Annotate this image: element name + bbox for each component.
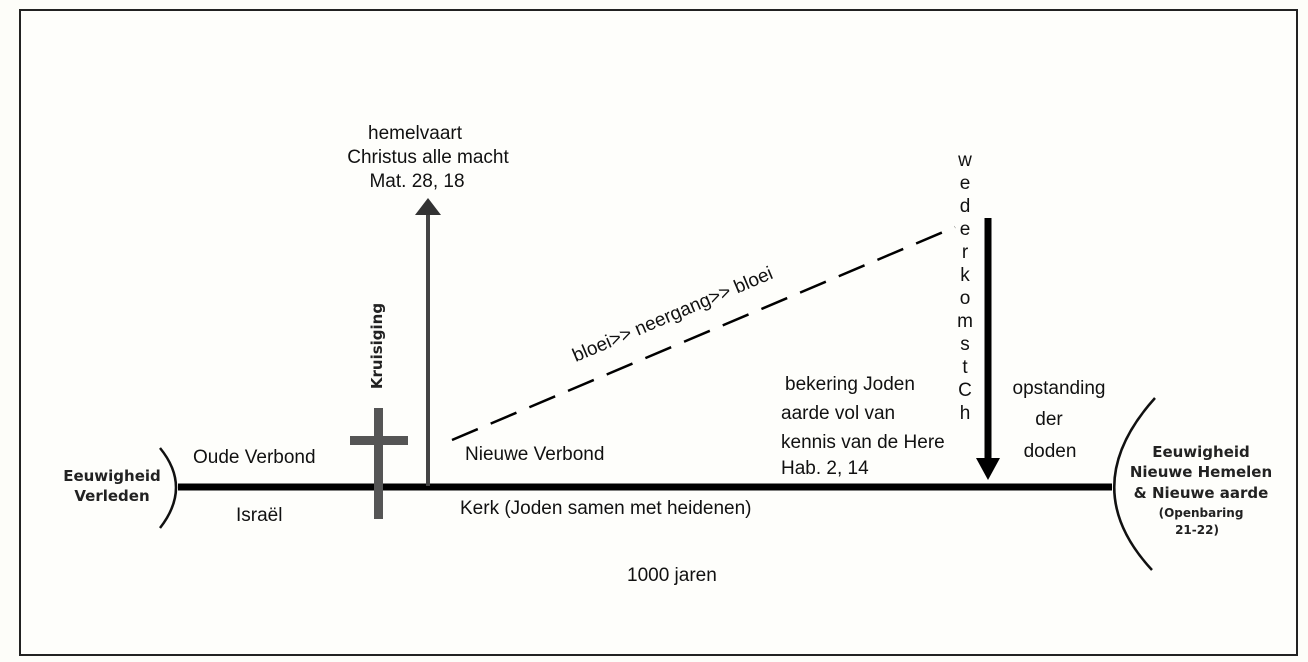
letter: o [960,288,971,309]
letter: w [957,150,972,171]
old-covenant-label: Oude Verbond [193,447,316,468]
eternity-future-label-1: Eeuwigheid [1152,443,1250,461]
resurrection-label-2: der [1035,409,1063,430]
letter: m [957,311,973,332]
conversion-label-2: aarde vol van [781,403,895,424]
letter: k [960,265,970,286]
eternity-future-label-5: 21-22) [1175,523,1219,537]
eternity-past-arc [159,447,178,529]
ascension-label-2: Christus alle macht [347,147,509,168]
church-label: Kerk (Joden samen met heidenen) [460,498,752,519]
resurrection-label-1: opstanding [1013,378,1106,399]
second-coming-arrow [976,218,1000,480]
bloom-decline-line [451,225,956,442]
crucifixion-label: Kruisiging [368,303,386,389]
letter: r [962,242,969,263]
letter: d [960,196,971,217]
israel-label: Israël [236,505,282,526]
conversion-label-3: kennis van de Here [781,432,945,453]
ascension-label-1: hemelvaart [368,123,463,144]
conversion-label-4: Hab. 2, 14 [781,458,869,479]
new-covenant-label: Nieuwe Verbond [465,444,604,465]
letter: t [962,357,968,378]
letter: h [960,403,971,424]
eternity-future-label-2: Nieuwe Hemelen [1130,463,1272,481]
letter: C [958,380,972,401]
letter: e [960,219,971,240]
conversion-label-1: bekering Joden [785,374,915,395]
eternity-future-label-3: & Nieuwe aarde [1134,484,1269,502]
letter: e [960,173,971,194]
second-coming-label: w e d e r k o m s t C h [957,150,973,424]
letter: s [960,334,970,355]
eternity-future-arc [1113,397,1156,571]
ascension-label-3: Mat. 28, 18 [369,171,464,192]
ascension-arrow [415,198,441,486]
resurrection-label-3: doden [1024,441,1077,462]
eternity-past-label-1: Eeuwigheid [63,467,161,485]
thousand-years-label: 1000 jaren [627,565,717,586]
cross-icon [350,408,408,519]
frame [19,9,1298,656]
eternity-future-label-4: (Openbaring [1159,506,1244,520]
eternity-past-label-2: Verleden [74,487,149,505]
